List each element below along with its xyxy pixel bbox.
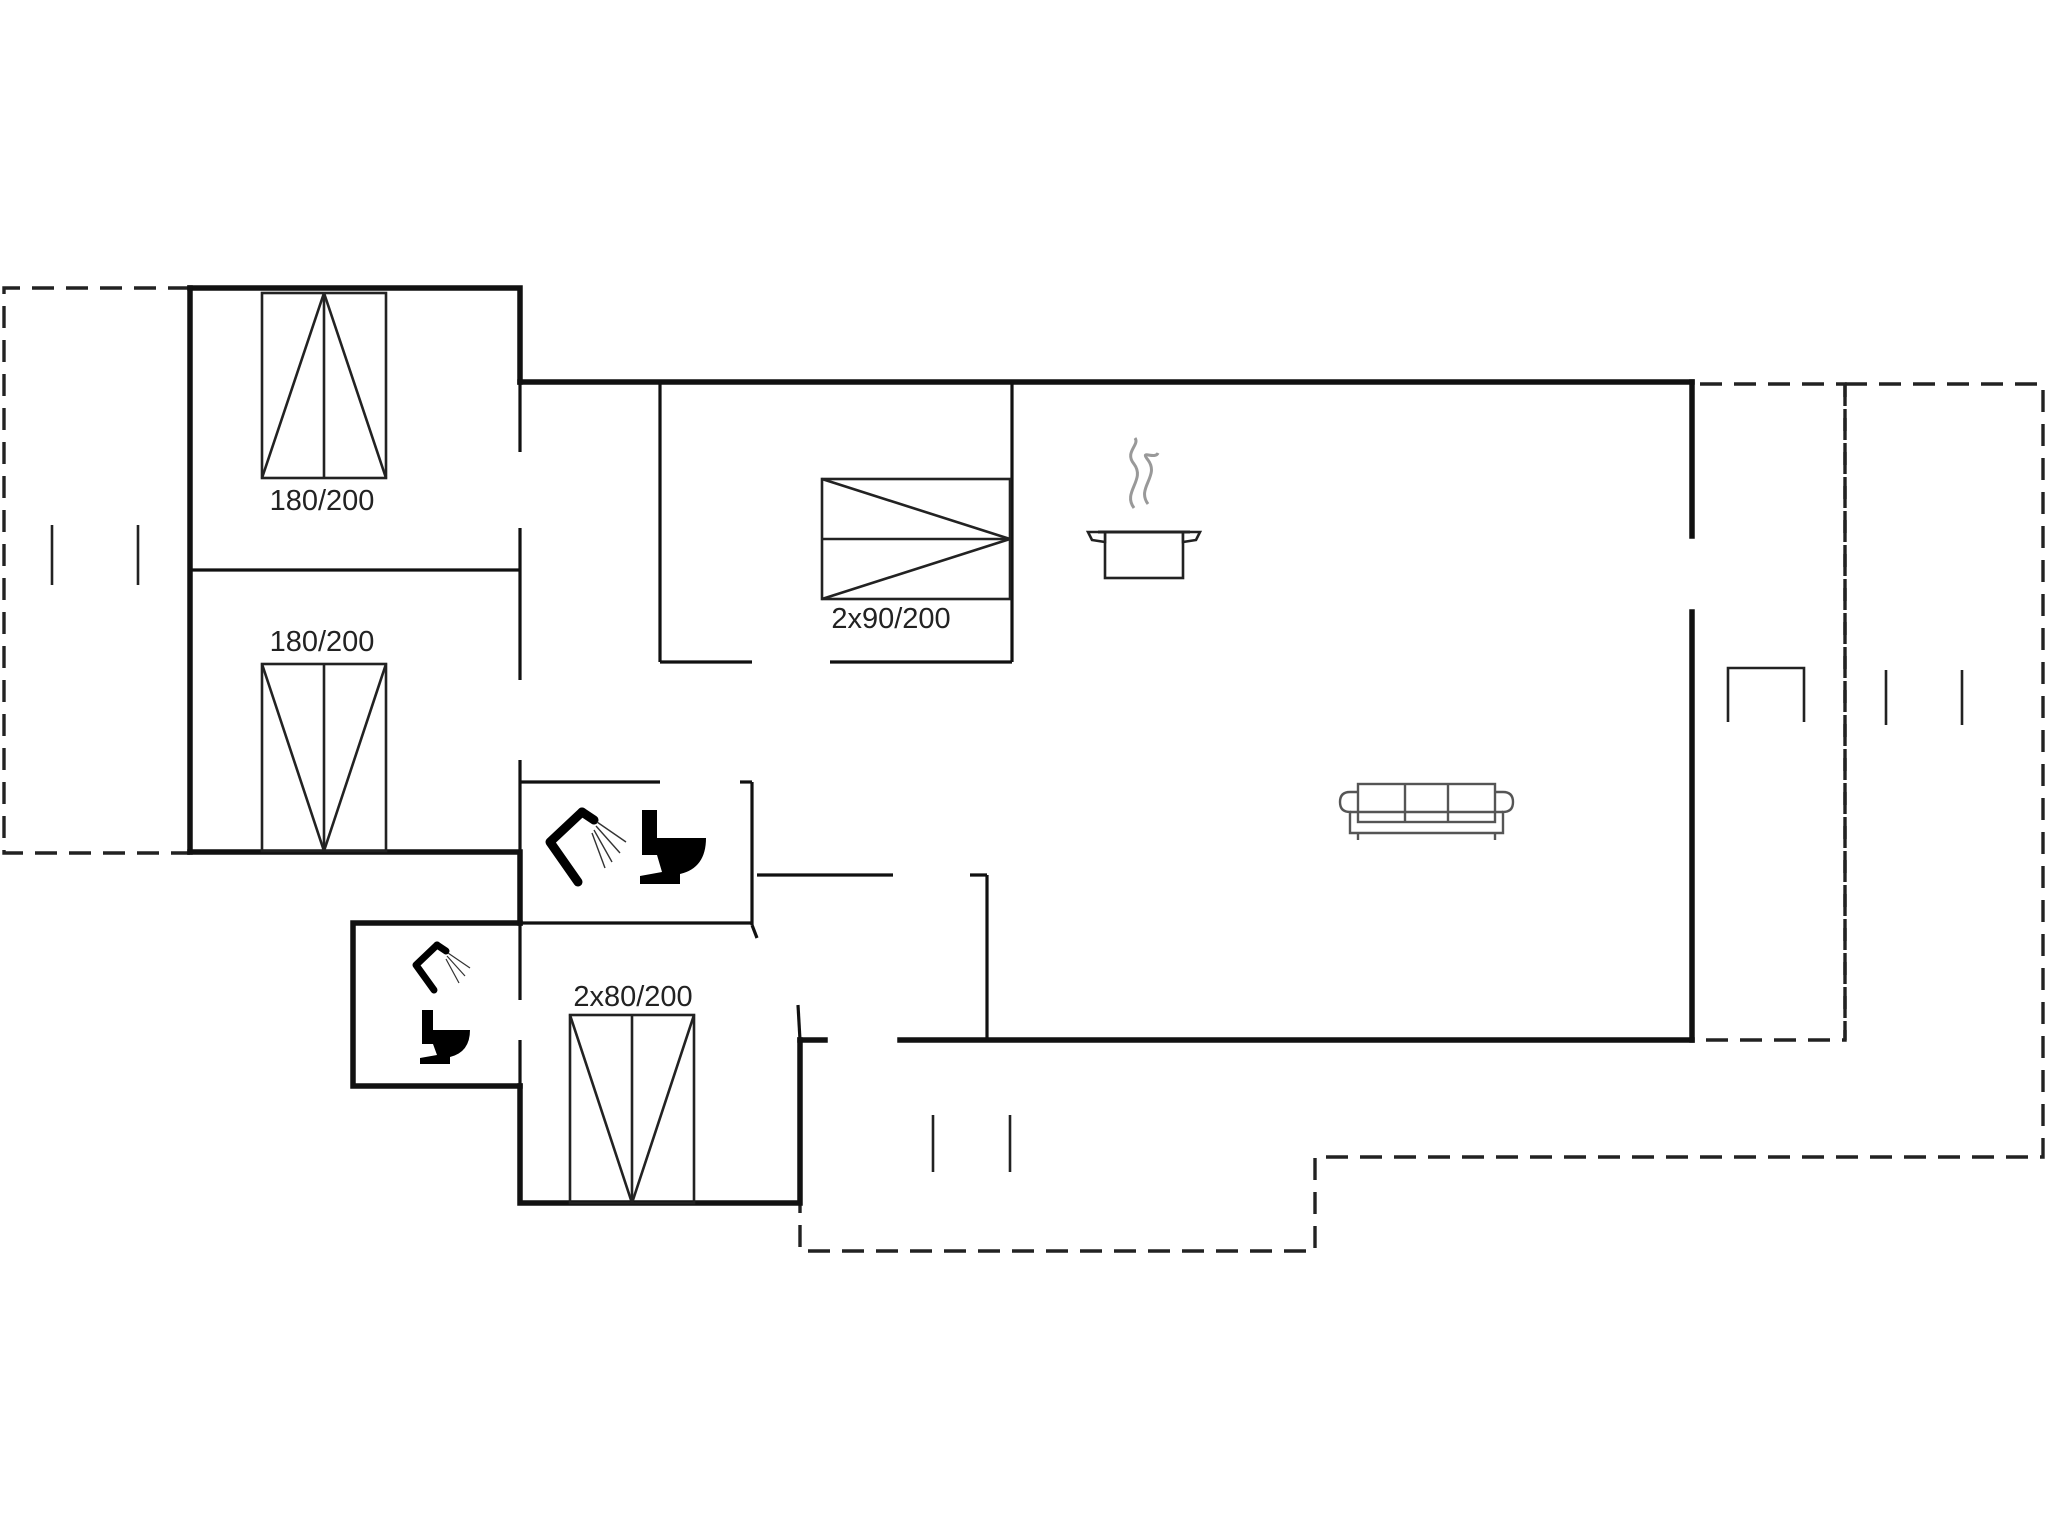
interior-walls xyxy=(190,382,1014,1086)
bed-middle xyxy=(260,662,388,853)
shower-icon xyxy=(545,807,627,887)
bed-label-bottom: 2x80/200 xyxy=(573,981,692,1013)
toilet-icon xyxy=(640,810,706,884)
bed-label-top: 180/200 xyxy=(270,485,375,517)
bed-label-middle: 180/200 xyxy=(270,626,375,658)
outdoor-counter xyxy=(1726,666,1806,722)
toilet-icon xyxy=(420,1010,470,1064)
terraces xyxy=(2,286,2045,1253)
terrace-marks xyxy=(50,525,1964,1172)
exterior-walls xyxy=(187,285,1695,1206)
sofa-icon xyxy=(1338,782,1515,840)
terrace-west xyxy=(2,286,190,855)
bed-center xyxy=(820,477,1012,601)
shower-icon xyxy=(412,941,471,994)
terrace-east-inner xyxy=(1700,382,1847,1042)
kitchen-pot-icon xyxy=(1085,437,1203,580)
bed-label-center: 2x90/200 xyxy=(831,603,950,635)
bed-bottom xyxy=(568,1013,696,1205)
bed-top xyxy=(260,291,388,480)
